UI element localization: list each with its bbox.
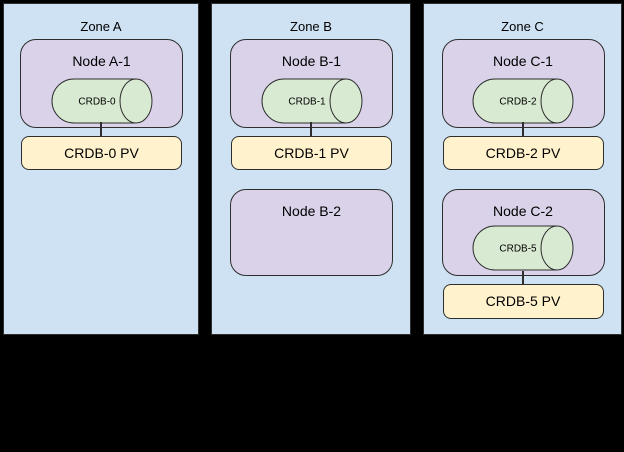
crdb-5-cylinder-icon: CRDB-5 <box>472 225 574 271</box>
pv-box-crdb-1: CRDB-1 PV <box>231 136 392 170</box>
crdb-1-cylinder-icon: CRDB-1 <box>261 78 362 124</box>
zone-a: Zone A Node A-1 CRDB-0 CRDB-0 PV <box>3 3 199 335</box>
node-label: Node B-1 <box>281 53 342 69</box>
cylinder-label: CRDB-0 <box>78 97 116 108</box>
node-b2: Node B-2 <box>230 189 393 276</box>
node-b1: Node B-1 CRDB-1 <box>230 39 393 128</box>
connector-line <box>310 122 312 136</box>
crdb-0-cylinder-icon: CRDB-0 <box>51 78 152 124</box>
cylinder-label: CRDB-5 <box>499 244 537 255</box>
pv-box-crdb-0: CRDB-0 PV <box>21 136 182 170</box>
zone-label: Zone C <box>501 19 544 34</box>
connector-line <box>521 122 524 136</box>
node-c2: Node C-2 CRDB-5 <box>441 189 605 276</box>
node-a1: Node A-1 CRDB-0 <box>20 39 183 128</box>
pv-box-crdb-2: CRDB-2 PV <box>442 136 604 170</box>
zone-label: Zone B <box>290 19 332 34</box>
pv-box-crdb-5: CRDB-5 PV <box>442 284 604 319</box>
cylinder-label: CRDB-2 <box>499 97 537 108</box>
crdb-2-cylinder-icon: CRDB-2 <box>472 78 574 124</box>
zone-c: Zone C Node C-1 CRDB-2 CRDB-2 PV Node C-… <box>423 3 622 335</box>
node-c1: Node C-1 CRDB-2 <box>441 39 605 128</box>
node-label: Node C-2 <box>493 203 553 219</box>
node-label: Node B-2 <box>281 203 342 219</box>
zone-b: Zone B Node B-1 CRDB-1 CRDB-1 PV Node B-… <box>211 3 411 335</box>
node-label: Node A-1 <box>72 53 131 69</box>
connector-line <box>521 271 524 284</box>
zone-label: Zone A <box>80 19 122 34</box>
cylinder-label: CRDB-1 <box>288 97 326 108</box>
node-label: Node C-1 <box>493 53 553 69</box>
connector-line <box>100 122 102 136</box>
